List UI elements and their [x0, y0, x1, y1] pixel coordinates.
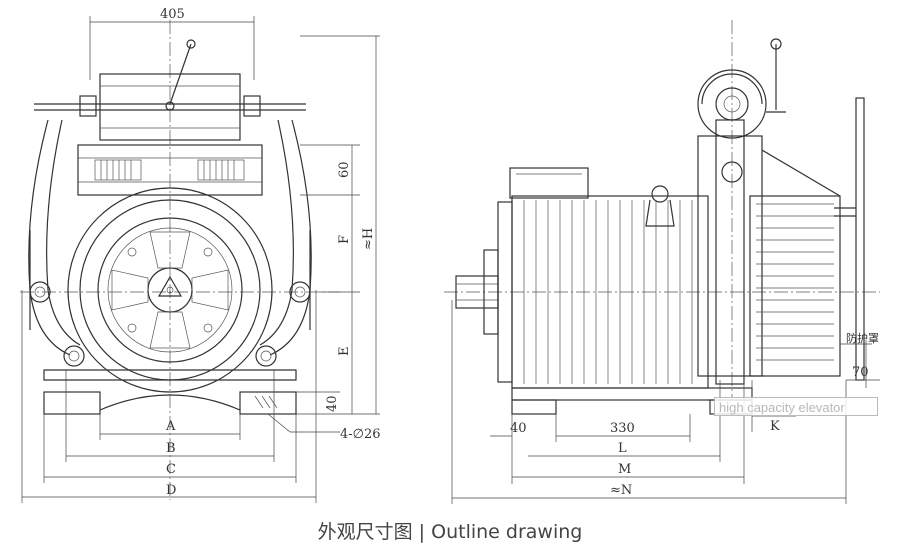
watermark-label: high capacity elevator: [714, 397, 878, 416]
dim-F: F: [337, 235, 352, 244]
figure-caption: 外观尺寸图 | Outline drawing: [317, 521, 583, 543]
dim-M: M: [618, 462, 631, 477]
dim-B: B: [166, 441, 176, 456]
dim-N: ≈N: [610, 483, 632, 498]
guard-label: 防护罩: [846, 331, 879, 345]
dim-40-front: 40: [325, 395, 340, 412]
dim-C: C: [166, 462, 176, 477]
dim-330: 330: [610, 421, 635, 436]
dim-holes: 4-∅26: [340, 427, 381, 442]
dim-L: L: [618, 441, 627, 456]
dim-40-side: 40: [510, 421, 527, 436]
dim-70: 70: [852, 365, 869, 380]
dim-D: D: [166, 483, 176, 498]
dim-K: K: [770, 419, 780, 434]
dim-60: 60: [337, 161, 352, 178]
dim-405: 405: [160, 7, 185, 22]
front-view: 405 60 F ≈H E 40 4-∅26 A B C D: [20, 7, 381, 503]
dim-E: E: [337, 347, 352, 357]
side-view: 40 330 L M ≈N K 70 防护罩: [444, 20, 880, 504]
dim-H: ≈H: [361, 228, 376, 250]
dim-A: A: [165, 419, 176, 434]
